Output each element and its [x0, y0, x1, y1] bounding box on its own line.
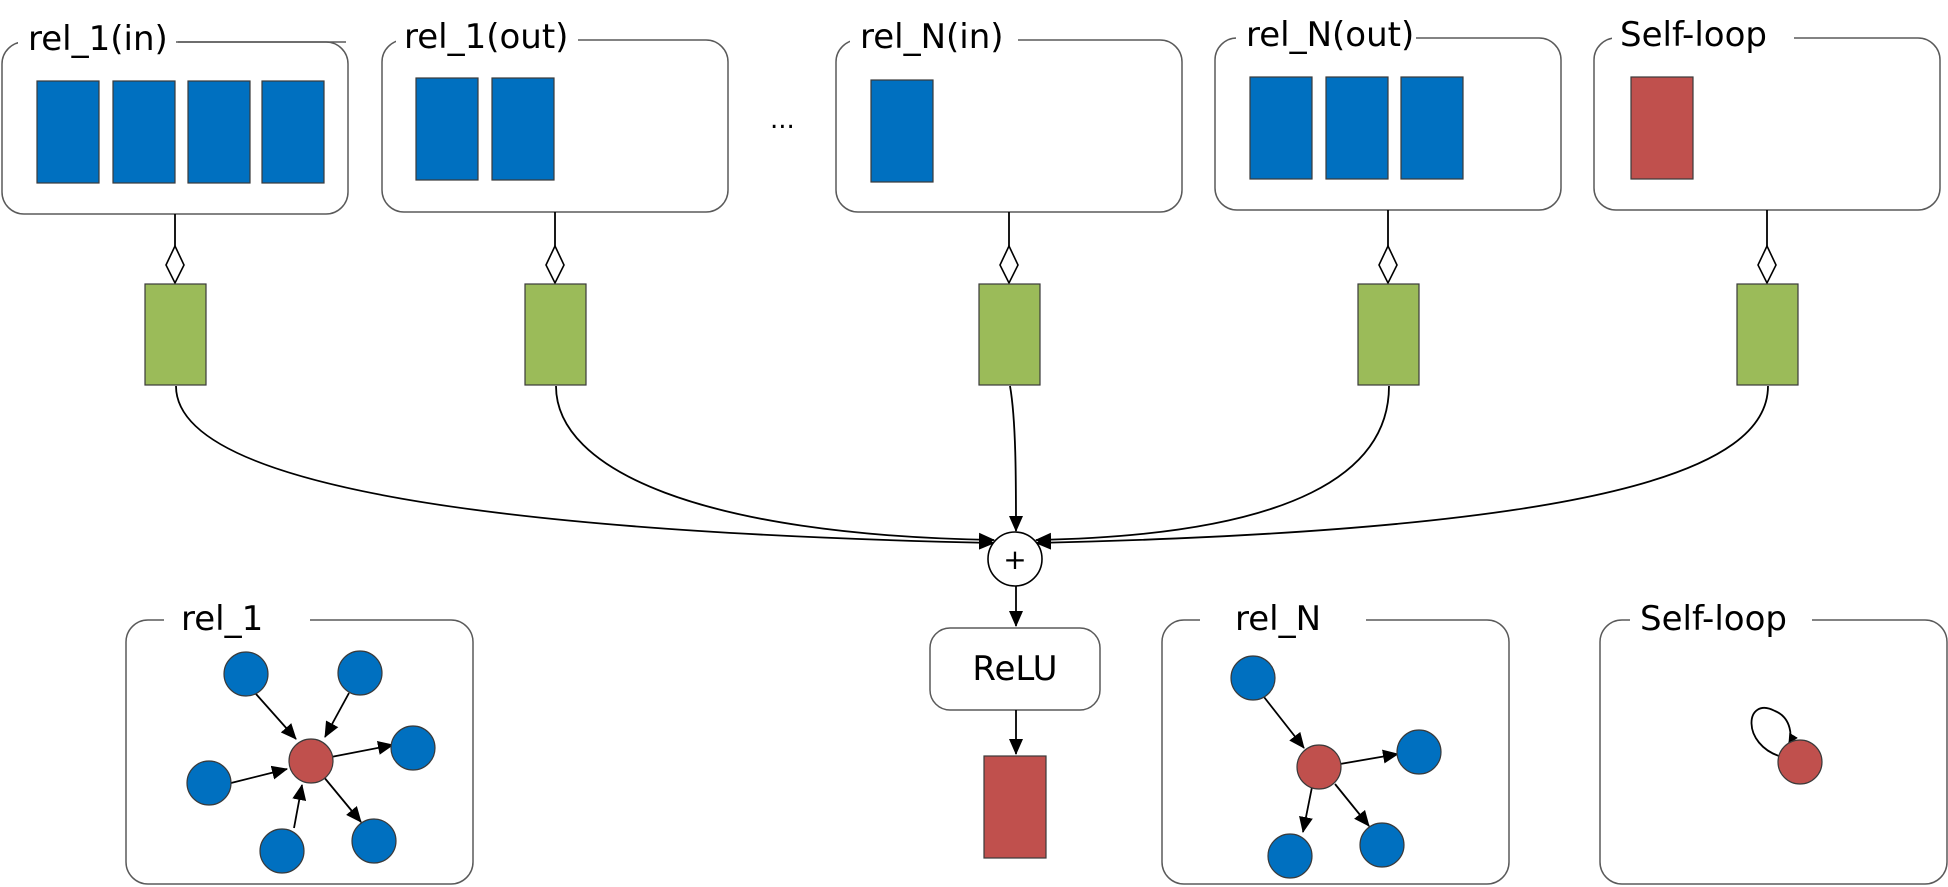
group-label: rel_1(in): [28, 19, 168, 59]
center-node: [288, 738, 334, 784]
feature-vector: [491, 77, 555, 181]
relu-box: [929, 627, 1101, 711]
graph-self-loop: Self-loop: [1599, 599, 1948, 885]
weight-matrix: [978, 283, 1041, 386]
diamond-connector: [999, 244, 1019, 285]
feature-vector: [870, 79, 934, 183]
center-node: [1296, 744, 1342, 790]
neighbor-node: [259, 828, 305, 874]
output-vector: [983, 755, 1047, 859]
feature-vector: [1400, 76, 1464, 180]
feature-vector: [415, 77, 479, 181]
neighbor-node: [351, 818, 397, 864]
feature-vector: [36, 80, 100, 184]
weight-matrix: [1357, 283, 1420, 386]
weight-matrix: [144, 283, 207, 386]
aggregation-connectors: [165, 210, 1777, 285]
weight-matrices: [144, 283, 1799, 386]
neighbor-node: [1396, 729, 1442, 775]
group-self-loop: Self-loop: [1593, 15, 1941, 211]
group-label: Self-loop: [1640, 599, 1787, 639]
neighbor-node: [1230, 655, 1276, 701]
group-rel-n-in: rel_N(in): [835, 17, 1183, 213]
group-label: rel_1(out): [404, 17, 568, 57]
graph-rel-n: rel_N: [1161, 599, 1510, 885]
feature-vector: [187, 80, 251, 184]
neighbor-node: [337, 650, 383, 696]
relu-block: ReLU: [929, 627, 1101, 711]
feature-vector: [1325, 76, 1389, 180]
plus-symbol: +: [1003, 543, 1026, 576]
neighbor-node: [1267, 833, 1313, 879]
sum-inputs: [175, 385, 1769, 550]
center-node: [1777, 739, 1823, 785]
diamond-connector: [545, 244, 565, 285]
group-label: rel_N(out): [1246, 15, 1414, 55]
group-label: rel_N(in): [860, 17, 1004, 57]
group-rel-1-out: rel_1(out): [381, 17, 729, 213]
group-rel-n-out: rel_N(out): [1214, 15, 1562, 211]
weight-matrix: [1736, 283, 1799, 386]
group-label: rel_1: [181, 599, 263, 639]
sum-node: +: [987, 531, 1043, 587]
diamond-connector: [1757, 244, 1777, 285]
group-label: rel_N: [1235, 599, 1321, 639]
group-box: [1599, 619, 1948, 885]
ellipsis: ...: [770, 105, 795, 135]
weight-matrix: [524, 283, 587, 386]
group-label: Self-loop: [1620, 15, 1767, 55]
neighbor-node: [1359, 822, 1405, 868]
self-feature-vector: [1630, 76, 1694, 180]
diamond-connector: [165, 244, 185, 285]
neighbor-node: [186, 760, 232, 806]
neighbor-node: [223, 651, 269, 697]
graph-rel-1: rel_1: [125, 599, 474, 885]
feature-vector: [112, 80, 176, 184]
feature-vector: [261, 80, 325, 184]
group-rel-1-in: rel_1(in): [1, 19, 349, 215]
relu-label: ReLU: [972, 649, 1057, 689]
neighbor-node: [390, 725, 436, 771]
feature-vector: [1249, 76, 1313, 180]
diamond-connector: [1378, 244, 1398, 285]
